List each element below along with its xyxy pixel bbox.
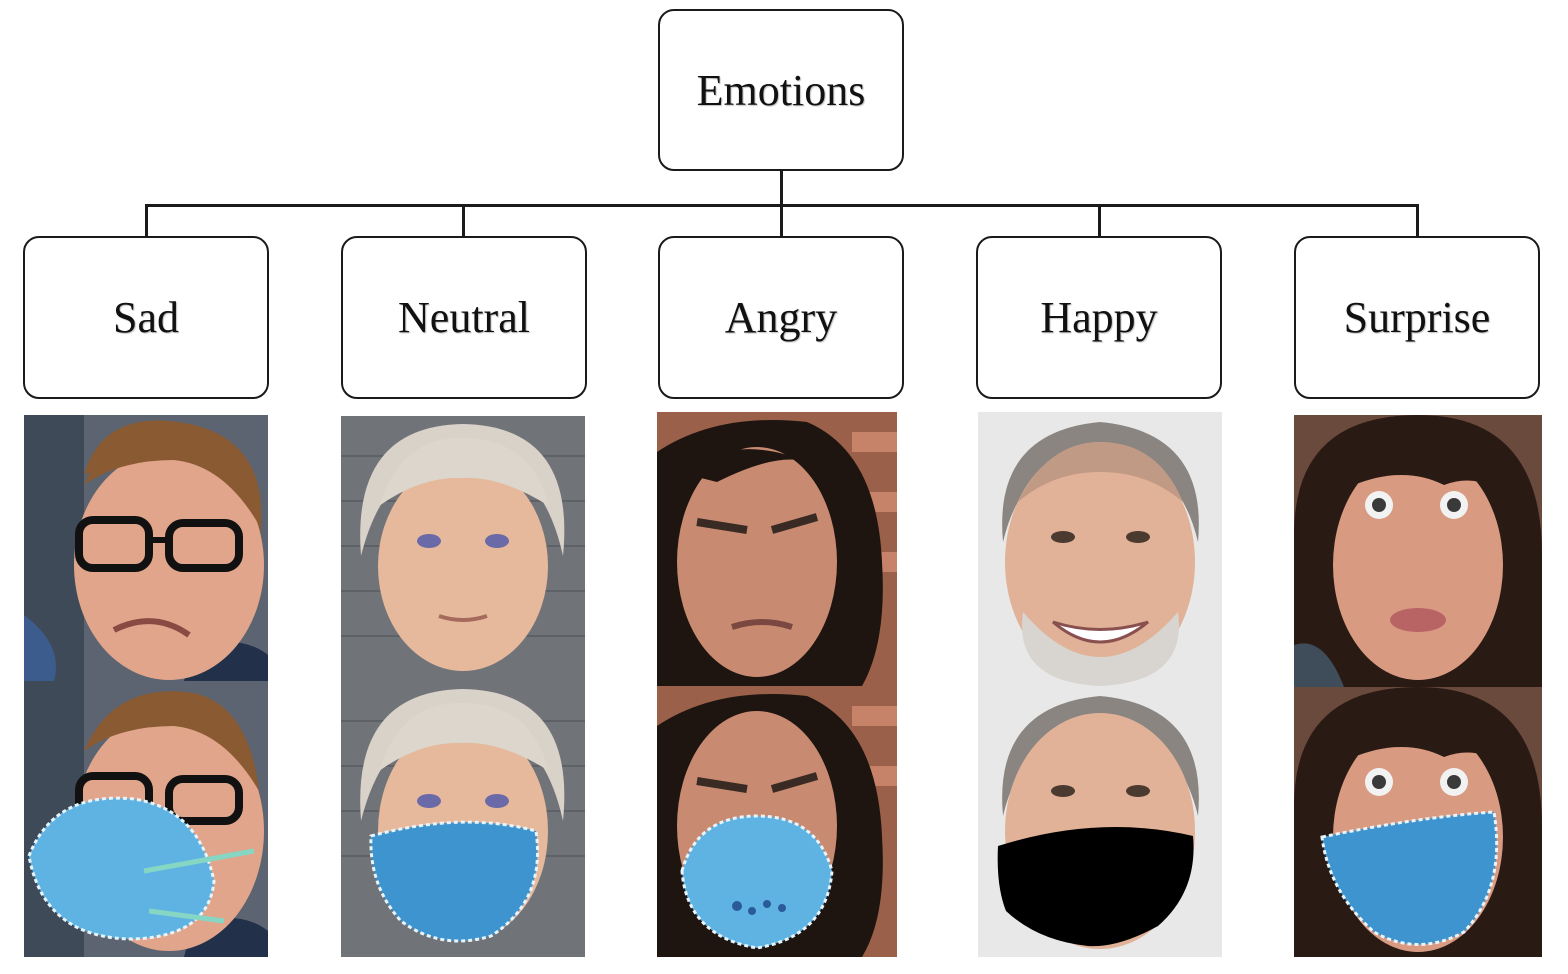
connector-sad <box>145 204 148 237</box>
node-label-neutral: Neutral <box>398 293 530 342</box>
angry-face-masked-photo <box>657 686 897 957</box>
node-label-angry: Angry <box>724 293 838 342</box>
neutral-face-photo <box>341 416 585 681</box>
angry-face-photo <box>657 412 897 686</box>
connector-angry <box>780 204 783 237</box>
node-sad: Sad <box>23 236 269 399</box>
connector-neutral <box>462 204 465 237</box>
node-angry: Angry <box>658 236 904 399</box>
happy-face-masked-photo <box>978 686 1222 957</box>
root-label: Emotions <box>696 65 866 115</box>
sad-face-photo <box>24 415 268 681</box>
connector-root-vertical <box>780 171 783 205</box>
connector-happy <box>1098 204 1101 237</box>
node-label-sad: Sad <box>113 293 179 342</box>
root-node-emotions: Emotions <box>658 9 904 171</box>
surprise-face-masked-photo <box>1294 687 1542 957</box>
happy-face-photo <box>978 412 1222 686</box>
node-neutral: Neutral <box>341 236 587 399</box>
node-label-surprise: Surprise <box>1343 293 1491 342</box>
surprise-face-photo <box>1294 415 1542 687</box>
node-happy: Happy <box>976 236 1222 399</box>
connector-surprise <box>1416 204 1419 237</box>
sad-face-masked-photo <box>24 681 268 957</box>
node-label-happy: Happy <box>1040 293 1158 342</box>
node-surprise: Surprise <box>1294 236 1540 399</box>
neutral-face-masked-photo <box>341 681 585 957</box>
